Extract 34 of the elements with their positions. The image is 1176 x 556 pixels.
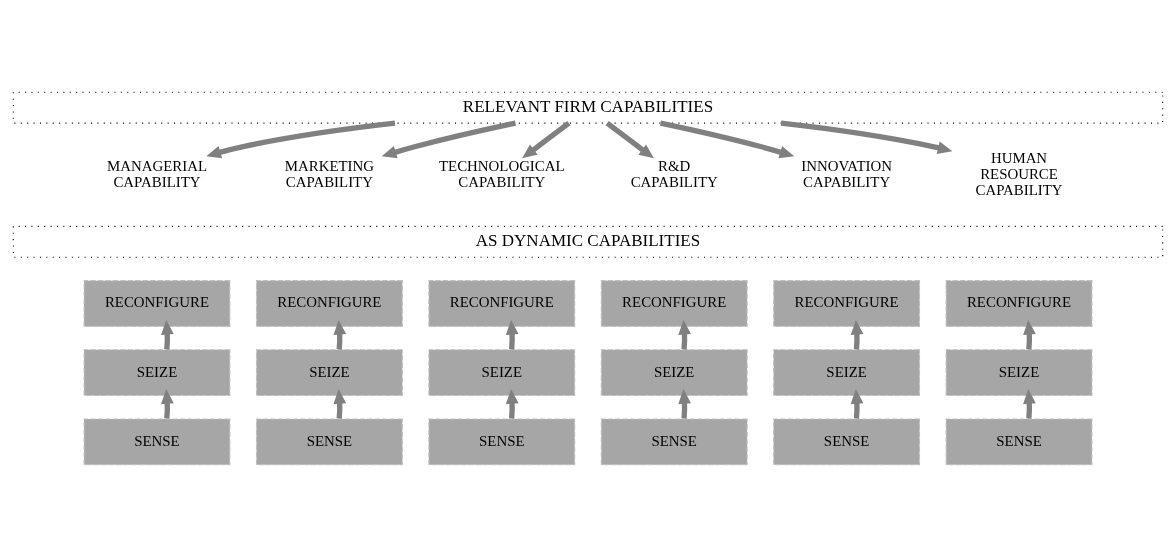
node-box: RECONFIGURE <box>600 279 748 327</box>
node-box: RECONFIGURE <box>945 279 1093 327</box>
node-box: SENSE <box>945 417 1093 465</box>
node-box: RELEVANT FIRM CAPABILITIES <box>12 91 1164 124</box>
node-box: SEIZE <box>428 348 576 396</box>
node-text: R&D CAPABILITY <box>630 157 718 190</box>
node-text: HUMAN RESOURCE CAPABILITY <box>975 149 1063 198</box>
node-box: SEIZE <box>255 348 403 396</box>
node-text: MARKETING CAPABILITY <box>284 157 375 190</box>
arrow <box>605 120 654 158</box>
node-box: RECONFIGURE <box>428 279 576 327</box>
arrow <box>381 120 517 158</box>
arrow <box>505 388 519 419</box>
node-box: SENSE <box>600 417 748 465</box>
node-box: SEIZE <box>83 348 231 396</box>
node-box: RECONFIGURE <box>255 279 403 327</box>
node-box: SENSE <box>773 417 921 465</box>
node-box: SEIZE <box>945 348 1093 396</box>
node-box: SENSE <box>83 417 231 465</box>
node-box: SEIZE <box>773 348 921 396</box>
arrow <box>659 120 795 158</box>
node-box: SENSE <box>428 417 576 465</box>
arrow <box>522 120 571 158</box>
arrow <box>505 319 519 350</box>
node-box: SEIZE <box>600 348 748 396</box>
node-box: SENSE <box>255 417 403 465</box>
node-box: RECONFIGURE <box>83 279 231 327</box>
arrow <box>780 120 953 154</box>
node-text: INNOVATION CAPABILITY <box>801 157 892 190</box>
node-box: RECONFIGURE <box>773 279 921 327</box>
node-text: TECHNOLOGICAL CAPABILITY <box>438 157 565 190</box>
node-box: AS DYNAMIC CAPABILITIES <box>12 225 1164 258</box>
node-text: MANAGERIAL CAPABILITY <box>106 157 207 190</box>
arrow <box>206 120 396 158</box>
